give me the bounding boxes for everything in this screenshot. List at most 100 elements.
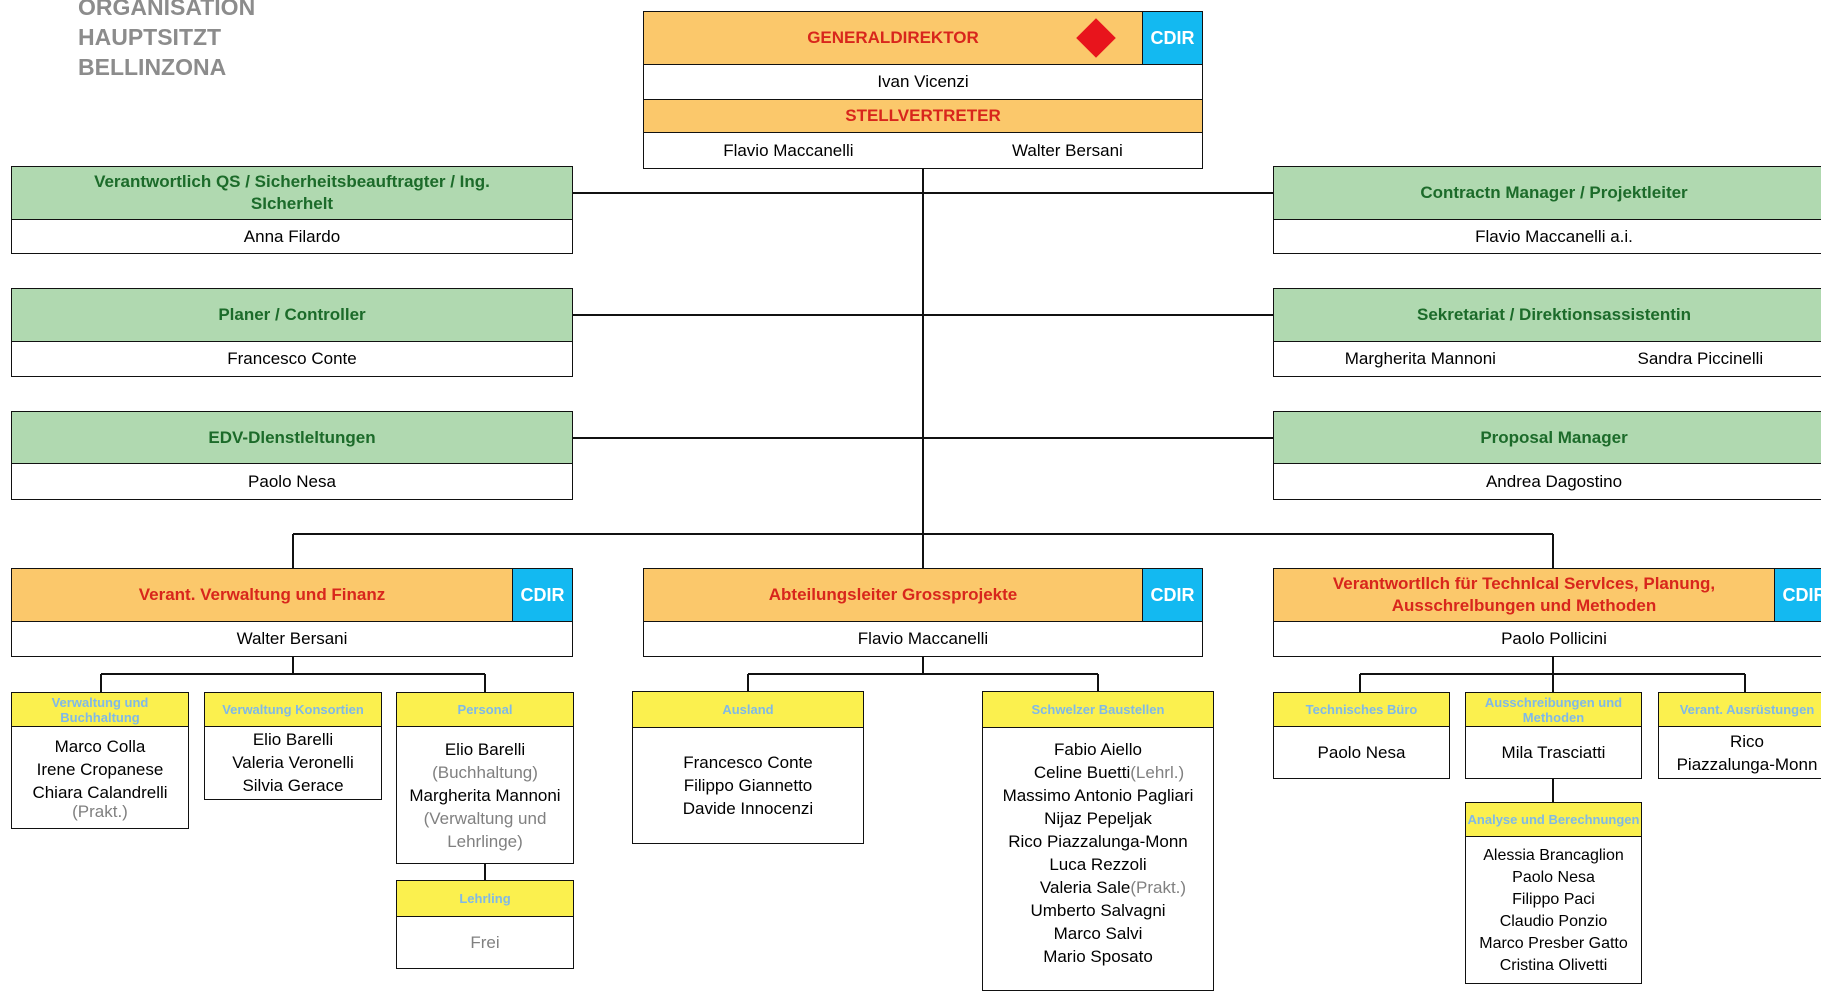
org-title-line-3: BELLINZONA bbox=[78, 54, 227, 80]
dept-grossprojekte-name: Flavio Maccanelli bbox=[857, 629, 989, 648]
unit-lehrling-value: Frei bbox=[470, 932, 500, 952]
staff-qs-header: Verantwortlich QS / Sicherheitsbeauftrag… bbox=[12, 167, 572, 220]
member: Francesco Conte bbox=[683, 752, 813, 772]
unit-analyse-header: Analyse und Berechnungen bbox=[1466, 803, 1641, 837]
unit-personal-box: Personal Elio Barelli (Buchhaltung) Marg… bbox=[396, 692, 574, 864]
member: Filippo Giannetto bbox=[683, 775, 813, 795]
dept-technical-box: Verantwortllch für Technlcal Servlces, P… bbox=[1273, 568, 1821, 657]
member: Claudio Ponzio bbox=[1499, 913, 1608, 930]
member: Valeria Veronelli bbox=[232, 752, 354, 772]
ceo-title: GENERALDIREKTOR bbox=[807, 28, 979, 47]
staff-proposal-header: Proposal Manager bbox=[1274, 412, 1821, 464]
dept-finanz-box: Verant. Verwaltung und Finanz CDIR Walte… bbox=[11, 568, 573, 657]
staff-contract-title: Contractn Manager / Projektleiter bbox=[1420, 183, 1688, 202]
staff-proposal-title: Proposal Manager bbox=[1480, 427, 1628, 447]
member: Davide Innocenzi bbox=[682, 798, 814, 818]
unit-technisches-buero-header: Technisches Büro bbox=[1274, 693, 1449, 727]
staff-sekretariat-name-2: Sandra Piccinelli bbox=[1637, 349, 1764, 368]
unit-lehrling-box: Lehrling Frei bbox=[396, 880, 574, 969]
dept-finanz-name: Walter Bersani bbox=[236, 629, 348, 648]
member: Luca Rezzoli bbox=[1049, 855, 1147, 874]
member: Marco Presber Gatto bbox=[1479, 935, 1628, 952]
unit-analyse-box: Analyse und Berechnungen Alessia Brancag… bbox=[1465, 802, 1642, 984]
unit-personal-title: Personal bbox=[457, 702, 513, 717]
staff-edv-name: Paolo Nesa bbox=[248, 471, 336, 491]
member-note: (Prakt.) bbox=[72, 802, 128, 821]
org-title-line-1: ORGANISATION bbox=[78, 0, 256, 20]
member: Cristina Olivetti bbox=[1499, 957, 1608, 974]
member: Valeria Sale bbox=[1039, 878, 1131, 897]
dept-grossprojekte-title: Abteilungsleiter Grossprojekte bbox=[768, 585, 1018, 604]
unit-ausruestungen-members: Rico Piazzalunga-Monn bbox=[1659, 727, 1821, 778]
staff-contract-header: Contractn Manager / Projektleiter bbox=[1274, 167, 1821, 220]
member: Mario Sposato bbox=[1043, 947, 1153, 966]
unit-ausruestungen-title: Verant. Ausrüstungen bbox=[1679, 702, 1815, 717]
unit-ausschreibungen-box: Ausschreibungen und Methoden Mila Trasci… bbox=[1465, 692, 1642, 779]
dept-technical-name: Paolo Pollicini bbox=[1501, 629, 1607, 648]
unit-personal-lines: Elio Barelli (Buchhaltung) Margherita Ma… bbox=[397, 729, 573, 861]
staff-edv-box: EDV-Dlenstleltungen Paolo Nesa bbox=[11, 411, 573, 500]
staff-sekretariat-title: Sekretariat / Direktionsassistentin bbox=[1416, 305, 1691, 324]
member: Umberto Salvagni bbox=[1030, 901, 1166, 920]
staff-qs-name: Anna Filardo bbox=[243, 226, 341, 246]
staff-sekretariat-names: Margherita Mannoni Sandra Piccinelli bbox=[1274, 342, 1821, 376]
unit-ausschreibungen-member: Mila Trasciatti bbox=[1501, 742, 1606, 762]
unit-ausland-members: Francesco Conte Filippo Giannetto Davide… bbox=[633, 732, 863, 838]
ceo-box: GENERALDIREKTOR CDIR Ivan Vicenzi STELLV… bbox=[643, 11, 1203, 169]
member-note: (Lehrl.) bbox=[1130, 763, 1185, 782]
unit-personal-header: Personal bbox=[397, 693, 573, 727]
staff-qs-box: Verantwortlich QS / Sicherheitsbeauftrag… bbox=[11, 166, 573, 254]
dept-grossprojekte-header: Abteilungsleiter Grossprojekte bbox=[644, 569, 1142, 622]
member: Marco Salvi bbox=[1053, 924, 1143, 943]
unit-ausruestungen-header: Verant. Ausrüstungen bbox=[1659, 693, 1821, 727]
member-note: (Prakt.) bbox=[1130, 878, 1187, 897]
member: Chiara Calandrelli bbox=[32, 783, 168, 802]
unit-technisches-buero-member: Paolo Nesa bbox=[1317, 742, 1406, 762]
member: Marco Colla bbox=[54, 737, 146, 756]
unit-schweizer-header: Schwelzer Baustellen bbox=[983, 692, 1213, 728]
member: Celine Buetti bbox=[1033, 763, 1131, 782]
member: Margherita Mannoni bbox=[409, 785, 561, 805]
staff-proposal-name: Andrea Dagostino bbox=[1485, 471, 1623, 491]
deputies-row: Flavio Maccanelli Walter Bersani bbox=[644, 133, 1202, 168]
unit-schweizer-title: Schwelzer Baustellen bbox=[1031, 702, 1165, 717]
member-note: (Verwaltung und bbox=[423, 808, 547, 828]
ceo-name: Ivan Vicenzi bbox=[877, 72, 969, 91]
member: Rico Piazzalunga-Monn bbox=[1008, 832, 1188, 851]
member: Rico bbox=[1729, 731, 1764, 751]
member: Fabio Aiello bbox=[1054, 740, 1142, 759]
member: Irene Cropanese bbox=[36, 760, 164, 779]
unit-lehrling-header: Lehrling bbox=[397, 881, 573, 917]
unit-ausruestungen-box: Verant. Ausrüstungen Rico Piazzalunga-Mo… bbox=[1658, 692, 1821, 779]
unit-technisches-buero-box: Technisches Büro Paolo Nesa bbox=[1273, 692, 1450, 779]
unit-ausland-box: Ausland Francesco Conte Filippo Giannett… bbox=[632, 691, 864, 844]
staff-sekretariat-name-1: Margherita Mannoni bbox=[1344, 349, 1496, 368]
member-row: Valeria Sale(Prakt.) bbox=[1010, 876, 1186, 899]
unit-buchhaltung-title: Verwaltung und Buchhaltung bbox=[51, 694, 149, 725]
member: Paolo Nesa bbox=[1512, 869, 1595, 886]
deputy-2: Walter Bersani bbox=[1011, 140, 1123, 160]
staff-qs-title: Verantwortlich QS / Sicherheitsbeauftrag… bbox=[94, 172, 490, 213]
member-row: Celine Buetti(Lehrl.) bbox=[1012, 761, 1184, 784]
dept-finanz-title: Verant. Verwaltung und Finanz bbox=[138, 585, 386, 604]
unit-analyse-title: Analyse und Berechnungen bbox=[1467, 812, 1640, 827]
unit-schweizer-box: Schwelzer Baustellen Fabio Aiello Celine… bbox=[982, 691, 1214, 991]
unit-buchhaltung-header: Verwaltung und Buchhaltung bbox=[12, 693, 188, 727]
cdir-badge: CDIR bbox=[512, 569, 572, 622]
staff-planer-header: Planer / Controller bbox=[12, 289, 572, 342]
staff-planer-name: Francesco Conte bbox=[227, 349, 357, 368]
member: Elio Barelli bbox=[252, 729, 334, 749]
member: Piazzalunga-Monn bbox=[1676, 754, 1818, 774]
member: Nijaz Pepeljak bbox=[1044, 809, 1152, 828]
cdir-badge: CDIR bbox=[1142, 12, 1202, 65]
staff-planer-box: Planer / Controller Francesco Conte bbox=[11, 288, 573, 377]
unit-ausland-title: Ausland bbox=[722, 702, 774, 717]
staff-planer-title: Planer / Controller bbox=[218, 305, 366, 324]
cdir-badge: CDIR bbox=[1774, 569, 1821, 622]
member: Alessia Brancaglion bbox=[1483, 847, 1624, 864]
staff-contract-name: Flavio Maccanelli a.i. bbox=[1475, 226, 1633, 246]
org-title: ORGANISATION HAUPTSITZT BELLINZONA bbox=[78, 0, 255, 82]
staff-proposal-box: Proposal Manager Andrea Dagostino bbox=[1273, 411, 1821, 500]
deputy-title: STELLVERTRETER bbox=[845, 106, 1001, 125]
